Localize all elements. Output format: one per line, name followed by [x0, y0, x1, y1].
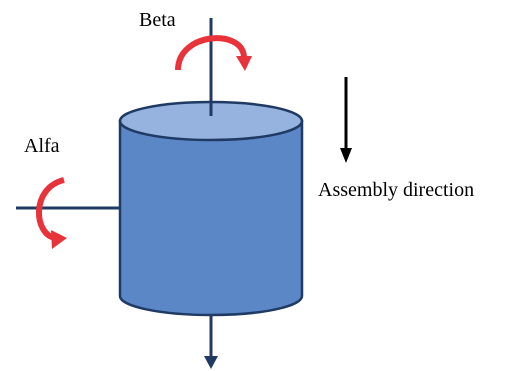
assembly-direction-arrow-icon — [340, 148, 352, 163]
axis-down-arrow-icon — [204, 356, 218, 369]
beta-rotation-arrowhead-icon — [236, 56, 252, 71]
alfa-rotation-arrowhead-icon — [51, 230, 67, 249]
cylinder-body — [118, 119, 304, 317]
alfa-rotation-icon — [36, 177, 65, 241]
cylinder — [118, 100, 304, 317]
beta-rotation-icon — [175, 35, 247, 71]
assembly-direction-label: Assembly direction — [318, 179, 475, 201]
beta-label: Beta — [139, 9, 176, 31]
alfa-label: Alfa — [24, 135, 60, 157]
